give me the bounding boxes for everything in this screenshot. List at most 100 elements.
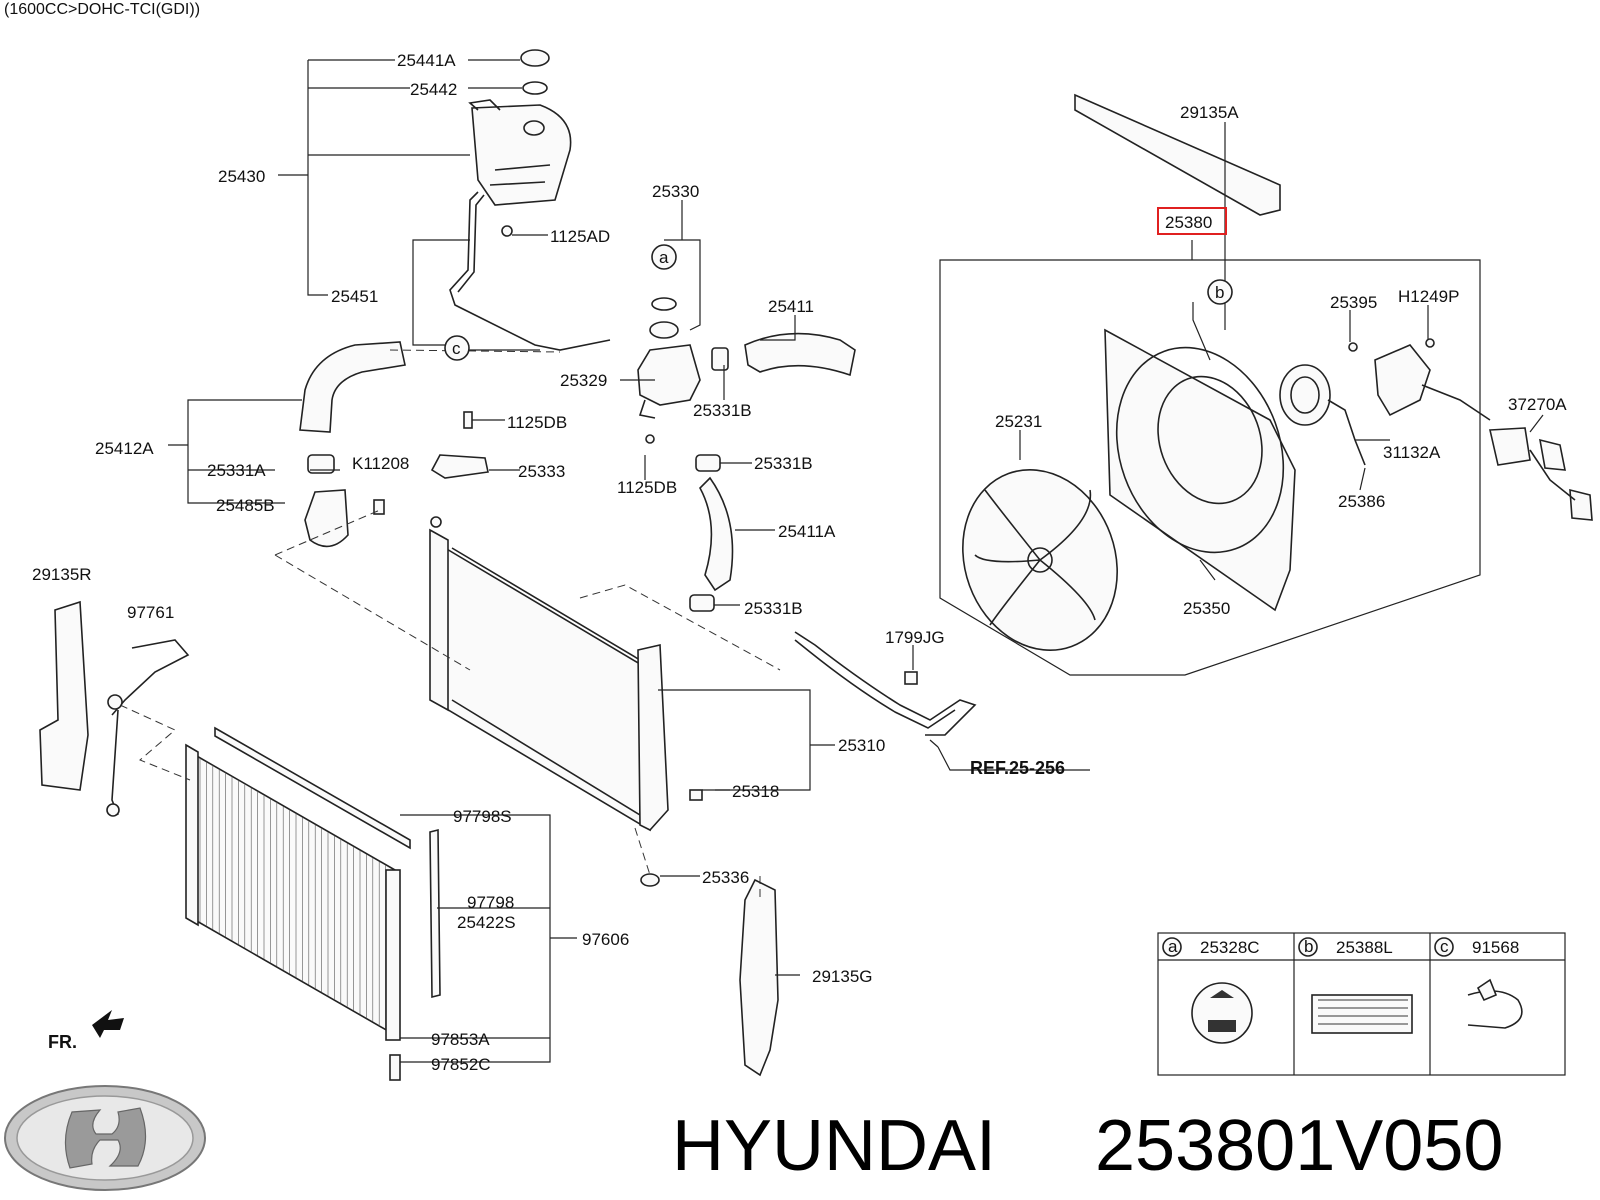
caution-label-icon — [1311, 994, 1413, 1034]
guard-29135G — [739, 878, 779, 1077]
fan-25231 — [962, 469, 1118, 651]
legend-key: a — [1168, 937, 1178, 956]
label-29135A[interactable]: 29135A — [1180, 103, 1239, 122]
label-25329[interactable]: 25329 — [560, 371, 607, 390]
label-25330[interactable]: 25330 — [652, 182, 699, 201]
part-labels: 25441A 25442 25430 1125AD 25451 25330 25… — [32, 51, 1567, 1074]
label-97852C[interactable]: 97852C — [431, 1055, 491, 1074]
label-25331B-2[interactable]: 25331B — [754, 454, 813, 473]
logo-h-icon — [64, 1107, 147, 1169]
label-25336[interactable]: 25336 — [702, 868, 749, 887]
label-25231[interactable]: 25231 — [995, 412, 1042, 431]
callout-c-text: c — [452, 339, 461, 358]
label-97606[interactable]: 97606 — [582, 930, 629, 949]
label-97798[interactable]: 97798 — [467, 893, 514, 912]
hose-1799JG — [794, 631, 977, 736]
label-H1249P[interactable]: H1249P — [1398, 287, 1459, 306]
label-97761[interactable]: 97761 — [127, 603, 174, 622]
legend-key-circle — [1162, 937, 1182, 957]
callout-b — [1207, 279, 1233, 305]
screw-25395 — [1348, 342, 1358, 352]
bolt-1125DB-top — [463, 411, 473, 429]
clamp-25331B-lower — [689, 594, 715, 612]
hose-clamp — [307, 454, 335, 474]
label-25395[interactable]: 25395 — [1330, 293, 1377, 312]
callout-a-text: a — [659, 248, 669, 267]
engine-note: (1600CC>DOHC-TCI(GDI)) — [4, 1, 200, 18]
label-text-lines-icon — [1318, 999, 1408, 1025]
grommet-25336 — [640, 873, 660, 887]
leader-lines — [168, 59, 1544, 1063]
legend-key: c — [1440, 937, 1449, 956]
label-25331B-3[interactable]: 25331B — [744, 599, 803, 618]
clip-1799JG — [904, 671, 918, 685]
label-25485B[interactable]: 25485B — [216, 496, 275, 515]
hose-adapter — [304, 489, 349, 548]
warning-icon — [1208, 990, 1236, 1032]
bolt-1125DB — [645, 434, 655, 444]
fan-motor-25386 — [1279, 364, 1366, 466]
label-25411A[interactable]: 25411A — [778, 522, 836, 541]
seal-97798 — [429, 828, 441, 999]
brand-name: HYUNDAI — [672, 1106, 996, 1186]
plug-97852C — [389, 1054, 401, 1081]
thermostat-housing — [637, 297, 729, 419]
hyundai-logo — [4, 1085, 206, 1191]
callout-a — [651, 244, 677, 270]
callout-c — [444, 335, 470, 361]
label-25411[interactable]: 25411 — [768, 297, 814, 316]
cap-label-icon — [1191, 982, 1253, 1044]
label-25451[interactable]: 25451 — [331, 287, 378, 306]
callout-b-text: b — [1215, 283, 1224, 302]
label-25442[interactable]: 25442 — [410, 80, 457, 99]
bracket-25333 — [430, 454, 489, 479]
label-25430[interactable]: 25430 — [218, 167, 265, 186]
fan-shroud-25350 — [1104, 328, 1296, 612]
label-31132A[interactable]: 31132A — [1383, 443, 1441, 462]
label-25441A[interactable]: 25441A — [397, 51, 456, 70]
coolant-reservoir — [449, 49, 611, 351]
label-37270A[interactable]: 37270A — [1508, 395, 1567, 414]
clip — [373, 499, 385, 515]
brand-part-number: 253801V050 — [1095, 1106, 1503, 1186]
hose-25411 — [744, 332, 856, 377]
label-25422S[interactable]: 25422S — [457, 913, 516, 932]
label-25380[interactable]: 25380 — [1165, 213, 1212, 232]
legend-part-number[interactable]: 25388L — [1336, 938, 1393, 957]
hose-25411A — [699, 476, 734, 592]
label-1125AD[interactable]: 1125AD — [550, 227, 610, 246]
seal-97798S — [214, 726, 411, 850]
radiator — [429, 516, 703, 887]
screw-H1249P — [1425, 338, 1435, 348]
label-25318[interactable]: 25318 — [732, 782, 779, 801]
label-25350[interactable]: 25350 — [1183, 599, 1230, 618]
label-K11208[interactable]: K11208 — [352, 454, 409, 473]
label-29135R[interactable]: 29135R — [32, 565, 92, 584]
label-25386[interactable]: 25386 — [1338, 492, 1385, 511]
label-29135G[interactable]: 29135G — [812, 967, 873, 986]
front-label: FR. — [48, 1032, 77, 1052]
shroud-top-29135A — [1074, 93, 1281, 216]
guard-29135R — [39, 600, 89, 791]
label-97798S[interactable]: 97798S — [453, 807, 512, 826]
legend-part-number[interactable]: 25328C — [1200, 938, 1260, 957]
label-25412A[interactable]: 25412A — [95, 439, 154, 458]
label-1799JG[interactable]: 1799JG — [885, 628, 945, 647]
label-25331A[interactable]: 25331A — [207, 461, 266, 480]
reference-label[interactable]: REF.25-256 — [970, 758, 1065, 778]
legend-key-circle — [1298, 937, 1318, 957]
resistor-31132A — [1374, 344, 1491, 421]
label-97853A[interactable]: 97853A — [431, 1030, 490, 1049]
connector-37270A — [1489, 427, 1593, 521]
label-25333[interactable]: 25333 — [518, 462, 565, 481]
clamp-25331B — [695, 454, 721, 472]
label-25331B-1[interactable]: 25331B — [693, 401, 752, 420]
label-25310[interactable]: 25310 — [838, 736, 885, 755]
label-1125DB-1[interactable]: 1125DB — [507, 413, 567, 432]
legend-part-number[interactable]: 91568 — [1472, 938, 1519, 957]
sensor-25318 — [689, 789, 703, 801]
label-1125DB-2[interactable]: 1125DB — [617, 478, 677, 497]
